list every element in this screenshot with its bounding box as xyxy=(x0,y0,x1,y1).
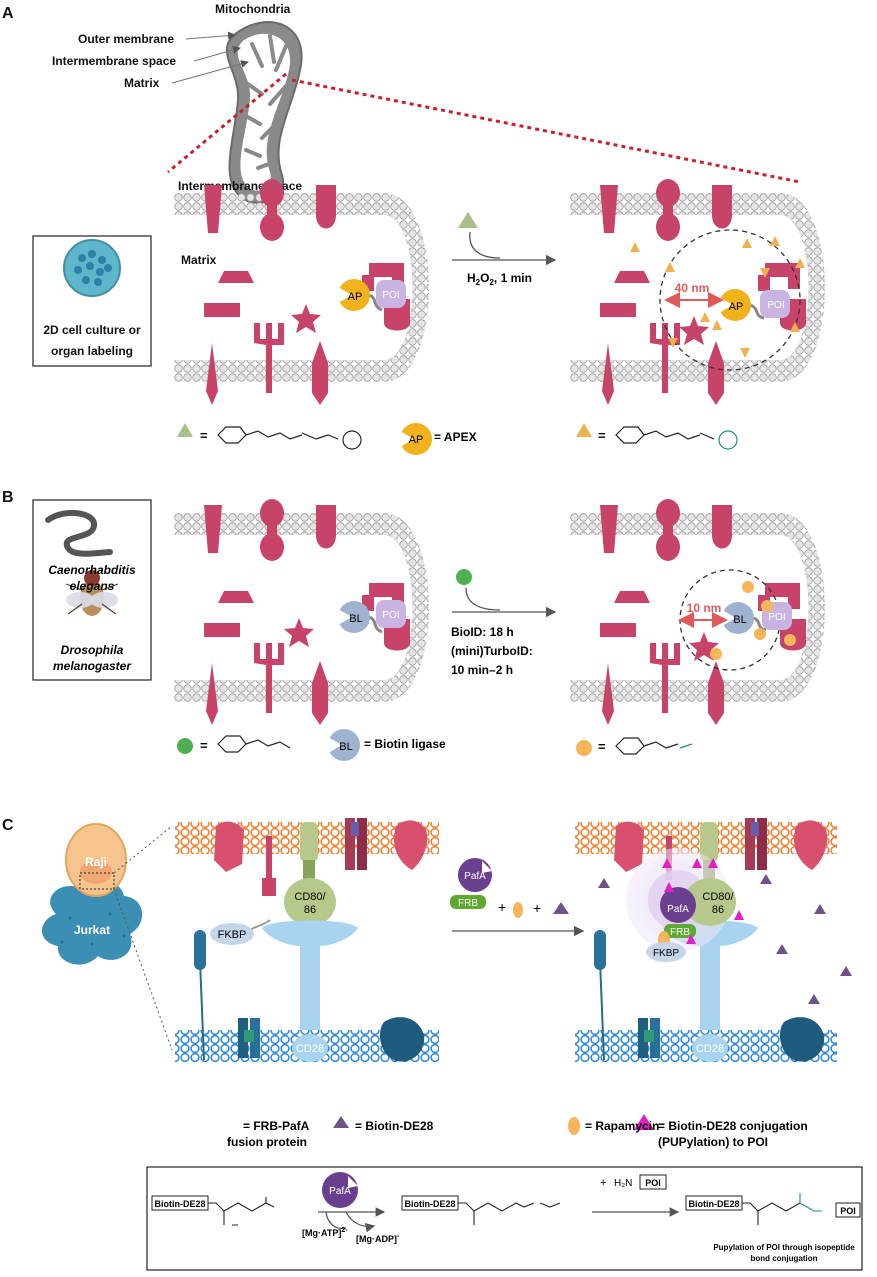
scheme-plus: + xyxy=(600,1177,606,1189)
condition-b1: BioID: 18 h xyxy=(451,625,514,639)
legend-a-apex: = APEX xyxy=(434,430,477,444)
culture-box xyxy=(32,235,152,367)
legend-a-eq2: = xyxy=(598,428,606,443)
legend-frb-pafa-2: fusion protein xyxy=(227,1135,307,1149)
scheme-caption-1: Pupylation of POI through isopeptide xyxy=(713,1243,855,1252)
labeled-biotin-b xyxy=(710,581,796,660)
plus-1: + xyxy=(498,899,506,915)
scheme-biotin-de28-1: Biotin-DE28 xyxy=(154,1199,205,1209)
culture-line2: organ labeling xyxy=(51,344,133,358)
cd28-label-right: CD28 xyxy=(696,1043,724,1055)
matrix-label: Matrix xyxy=(181,253,217,267)
condition-b3: 10 min–2 h xyxy=(451,663,513,677)
condition-a: H2O2, 1 min xyxy=(467,271,532,287)
biotin-ligase-left xyxy=(338,600,406,634)
fly-line1: Drosophila xyxy=(61,643,124,657)
organism-box xyxy=(32,499,152,681)
panel-c-reaction xyxy=(450,858,585,937)
scheme-mgadp: [Mg·ADP]- xyxy=(356,1233,400,1244)
legend-b-eq2: = xyxy=(598,739,606,754)
ap-label-left: AP xyxy=(348,291,363,303)
panel-b-letter: B xyxy=(2,489,14,506)
radius-label-a: 40 nm xyxy=(675,281,710,295)
frb-label-reaction: FRB xyxy=(458,898,478,909)
legend-conjugation-1: = Biotin-DE28 conjugation xyxy=(658,1119,808,1133)
legend-biotin-de28: = Biotin-DE28 xyxy=(355,1119,434,1133)
cd28-label-left: CD28 xyxy=(296,1043,324,1055)
frb-label-right: FRB xyxy=(670,927,690,938)
fly-line2: melanogaster xyxy=(53,659,132,673)
mitochondria-drawing xyxy=(225,21,303,204)
panel-b-reaction xyxy=(452,569,557,618)
radius-label-b: 10 nm xyxy=(687,601,722,615)
scheme-biotin-de28-3: Biotin-DE28 xyxy=(688,1199,739,1209)
mito-title: Mitochondria xyxy=(215,2,291,16)
cd86-label-left: 86 xyxy=(304,904,316,916)
labeled-phenols-a xyxy=(630,236,805,358)
bl-label-right: BL xyxy=(733,614,746,626)
scheme-poi-reagent: POI xyxy=(645,1178,661,1188)
scheme-caption-2: bond conjugation xyxy=(750,1254,817,1263)
worm-line2: elegans xyxy=(70,579,115,593)
legend-a-eq1: = xyxy=(200,428,208,443)
raji-label: Raji xyxy=(85,855,107,869)
legend-b-bl: BL xyxy=(339,741,352,753)
panel-c-letter: C xyxy=(2,817,14,834)
pafa-label-reaction: PafA xyxy=(464,871,486,882)
bl-label-left: BL xyxy=(349,613,362,625)
raji-jurkat-cells xyxy=(42,823,143,965)
jurkat-label: Jurkat xyxy=(74,923,110,937)
mito-outer-label: Outer membrane xyxy=(78,32,174,46)
synapse-right xyxy=(575,818,852,1062)
cd86-label-right: 86 xyxy=(712,904,724,916)
scheme-poi-product: POI xyxy=(840,1206,856,1216)
star-protein xyxy=(291,304,321,333)
poi-label-a-left: POI xyxy=(382,290,399,301)
poi-label-b-left: POI xyxy=(382,610,399,621)
legend-b-biotin-ligase: = Biotin ligase xyxy=(364,737,446,751)
legend-a-ap: AP xyxy=(409,434,424,446)
pupylation-scheme xyxy=(146,1166,863,1271)
legend-frb-pafa-1: = FRB-PafA xyxy=(243,1119,310,1133)
poi-label-b-right: POI xyxy=(768,612,785,623)
scheme-mgatp: [Mg·ATP]2- xyxy=(302,1227,348,1238)
mito-matrix-label: Matrix xyxy=(124,76,160,90)
panel-a-legend xyxy=(177,423,738,455)
panel-c-legend xyxy=(333,1114,654,1135)
labeling-radius-circle-a xyxy=(659,229,801,371)
culture-line1: 2D cell culture or xyxy=(43,323,141,337)
legend-rapamycin: = Rapamycin xyxy=(585,1119,659,1133)
panel-a-reaction xyxy=(452,212,557,266)
scheme-pafa: PafA xyxy=(329,1186,351,1197)
mito-ims-label: Intermembrane space xyxy=(52,54,176,68)
fkbp-label-right: FKBP xyxy=(653,948,679,959)
legend-b-eq1: = xyxy=(200,738,208,753)
scheme-biotin-de28-2: Biotin-DE28 xyxy=(404,1199,455,1209)
panel-b-legend xyxy=(177,729,693,761)
panel-a-letter: A xyxy=(2,5,14,22)
cd80-label-left: CD80/ xyxy=(294,891,326,903)
synapse-left xyxy=(175,818,439,1062)
ap-label-right: AP xyxy=(729,301,744,313)
cd80-label-right: CD80/ xyxy=(702,891,734,903)
apex-enzyme-right xyxy=(719,289,790,321)
fkbp-label-left: FKBP xyxy=(218,929,247,941)
condition-b2: (mini)TurboID: xyxy=(451,644,533,658)
zoom-lines xyxy=(167,72,801,184)
plus-2: + xyxy=(533,900,541,916)
worm-line1: Caenorhabditis xyxy=(48,563,136,577)
scheme-h2n: H₂N xyxy=(614,1178,632,1189)
pafa-label-right: PafA xyxy=(667,904,689,915)
poi-label-a-right: POI xyxy=(767,300,784,311)
apex-enzyme-left xyxy=(338,279,406,312)
legend-conjugation-2: (PUPylation) to POI xyxy=(658,1135,768,1149)
